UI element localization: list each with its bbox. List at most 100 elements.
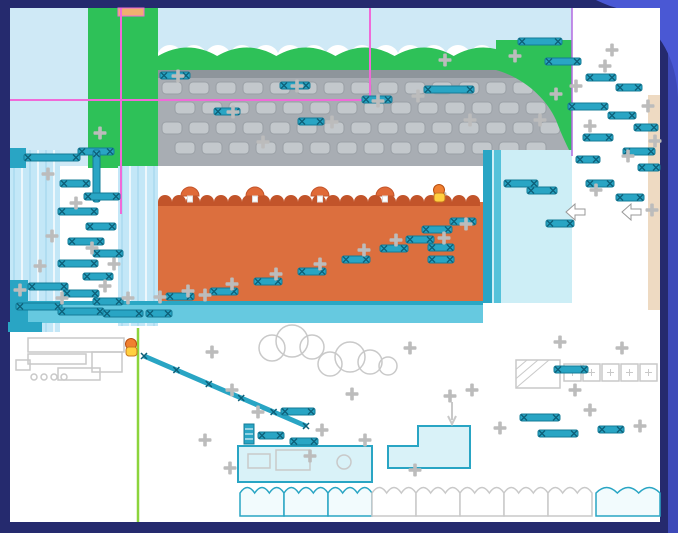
- platform-widget[interactable]: [257, 431, 285, 440]
- teal-box[interactable]: [595, 486, 661, 517]
- plus-handle-icon[interactable]: [121, 291, 135, 305]
- platform-widget[interactable]: [537, 429, 579, 438]
- teal-steps[interactable]: [387, 425, 471, 469]
- plus-handle-icon[interactable]: [408, 463, 422, 477]
- platform-widget[interactable]: [637, 163, 661, 172]
- plus-handle-icon[interactable]: [107, 257, 121, 271]
- platform-widget[interactable]: [67, 237, 105, 246]
- plus-handle-icon[interactable]: [645, 203, 659, 217]
- plus-handle-icon[interactable]: [357, 243, 371, 257]
- platform-widget[interactable]: [57, 207, 99, 216]
- platform-widget[interactable]: [297, 117, 325, 126]
- platform-widget[interactable]: [145, 309, 173, 318]
- plus-handle-icon[interactable]: [568, 383, 582, 397]
- plus-handle-icon[interactable]: [171, 69, 185, 83]
- plus-handle-icon[interactable]: [33, 259, 47, 273]
- teal-box[interactable]: [283, 486, 329, 517]
- plus-handle-icon[interactable]: [13, 283, 27, 297]
- platform-widget[interactable]: [289, 437, 319, 446]
- plus-handle-icon[interactable]: [225, 277, 239, 291]
- plus-handle-icon[interactable]: [69, 196, 83, 210]
- plus-handle-icon[interactable]: [598, 59, 612, 73]
- plus-handle-icon[interactable]: [443, 389, 457, 403]
- platform-widget[interactable]: [622, 147, 656, 156]
- plus-handle-icon[interactable]: [93, 126, 107, 140]
- platform-widget[interactable]: [553, 365, 589, 374]
- plus-handle-icon[interactable]: [621, 149, 635, 163]
- plus-handle-icon[interactable]: [325, 115, 339, 129]
- plus-handle-icon[interactable]: [437, 231, 451, 245]
- platform-widget[interactable]: [57, 259, 99, 268]
- plus-handle-icon[interactable]: [389, 233, 403, 247]
- plus-handle-icon[interactable]: [633, 419, 647, 433]
- plus-handle-icon[interactable]: [55, 291, 69, 305]
- platform-widget[interactable]: [83, 192, 121, 201]
- teal-spring[interactable]: [243, 423, 255, 445]
- plus-handle-icon[interactable]: [403, 341, 417, 355]
- plus-handle-icon[interactable]: [153, 290, 167, 304]
- platform-widget[interactable]: [27, 282, 69, 291]
- plus-handle-icon[interactable]: [641, 99, 655, 113]
- platform-widget[interactable]: [57, 307, 105, 316]
- platform-widget[interactable]: [23, 153, 81, 162]
- plus-handle-icon[interactable]: [465, 383, 479, 397]
- plus-handle-icon[interactable]: [463, 113, 477, 127]
- plus-handle-icon[interactable]: [198, 433, 212, 447]
- plus-handle-icon[interactable]: [315, 423, 329, 437]
- plus-handle-icon[interactable]: [569, 79, 583, 93]
- platform-widget[interactable]: [421, 225, 453, 234]
- platform-widget[interactable]: [545, 219, 575, 228]
- plus-handle-icon[interactable]: [358, 433, 372, 447]
- platform-widget[interactable]: [615, 193, 645, 202]
- plus-handle-icon[interactable]: [508, 49, 522, 63]
- plus-handle-icon[interactable]: [41, 167, 55, 181]
- platform-widget[interactable]: [82, 272, 114, 281]
- platform-widget[interactable]: [280, 407, 316, 416]
- platform-widget[interactable]: [607, 111, 637, 120]
- plus-handle-icon[interactable]: [290, 79, 304, 93]
- platform-widget[interactable]: [567, 102, 609, 111]
- platform-widget[interactable]: [633, 123, 659, 132]
- plus-handle-icon[interactable]: [269, 267, 283, 281]
- platform-widget[interactable]: [85, 222, 117, 231]
- plus-handle-icon[interactable]: [251, 405, 265, 419]
- character-sprite[interactable]: [433, 184, 446, 203]
- platform-widget[interactable]: [503, 179, 539, 188]
- plus-handle-icon[interactable]: [85, 241, 99, 255]
- plus-handle-icon[interactable]: [615, 341, 629, 355]
- plus-handle-icon[interactable]: [303, 449, 317, 463]
- plus-handle-icon[interactable]: [223, 461, 237, 475]
- character-sprite[interactable]: [125, 338, 138, 357]
- plus-handle-icon[interactable]: [256, 135, 270, 149]
- platform-widget[interactable]: [585, 73, 617, 82]
- plus-handle-icon[interactable]: [605, 43, 619, 57]
- plus-handle-icon[interactable]: [205, 345, 219, 359]
- platform-widget[interactable]: [379, 244, 409, 253]
- plus-handle-icon[interactable]: [98, 279, 112, 293]
- platform-widget[interactable]: [423, 85, 475, 94]
- plus-handle-icon[interactable]: [45, 229, 59, 243]
- plus-handle-icon[interactable]: [493, 421, 507, 435]
- plus-handle-icon[interactable]: [181, 284, 195, 298]
- teal-ramp[interactable]: [140, 352, 310, 430]
- plus-handle-icon[interactable]: [313, 257, 327, 271]
- plus-handle-icon[interactable]: [411, 89, 425, 103]
- platform-widget[interactable]: [92, 249, 124, 258]
- plus-handle-icon[interactable]: [459, 217, 473, 231]
- platform-widget[interactable]: [405, 235, 435, 244]
- plus-handle-icon[interactable]: [549, 87, 563, 101]
- plus-handle-icon[interactable]: [648, 134, 662, 148]
- platform-widget[interactable]: [597, 425, 625, 434]
- plus-handle-icon[interactable]: [533, 113, 547, 127]
- platform-widget[interactable]: [582, 133, 614, 142]
- platform-widget[interactable]: [544, 57, 582, 66]
- plus-handle-icon[interactable]: [345, 387, 359, 401]
- platform-widget[interactable]: [15, 302, 63, 311]
- platform-widget[interactable]: [427, 255, 455, 264]
- platform-widget[interactable]: [585, 179, 615, 188]
- plus-handle-icon[interactable]: [438, 53, 452, 67]
- platform-widget[interactable]: [341, 255, 371, 264]
- platform-widget[interactable]: [615, 83, 643, 92]
- platform-widget[interactable]: [62, 289, 100, 298]
